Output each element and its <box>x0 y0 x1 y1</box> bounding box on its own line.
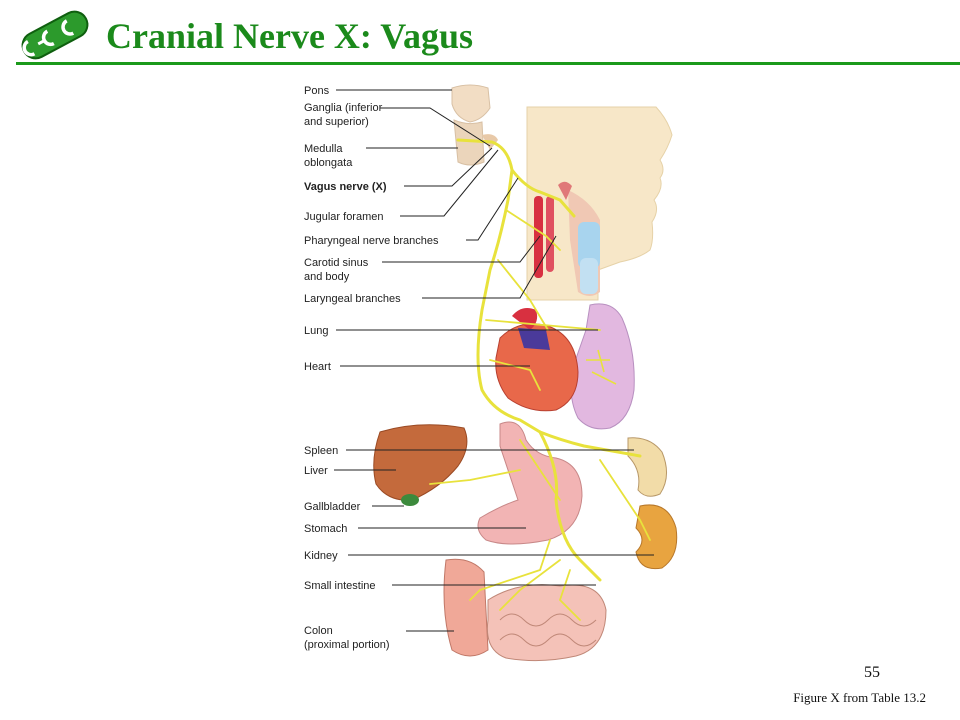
label-vagus-nerve: Vagus nerve (X) <box>304 181 387 193</box>
label-liver: Liver <box>304 465 328 477</box>
figure-labels: Pons Ganglia (inferior and superior) Med… <box>304 85 439 651</box>
label-pharyngeal-branches: Pharyngeal nerve branches <box>304 235 439 247</box>
page-number: 55 <box>864 664 880 681</box>
label-carotid-line2: and body <box>304 271 350 283</box>
label-laryngeal-branches: Laryngeal branches <box>304 293 401 305</box>
label-colon-line2: (proximal portion) <box>304 639 390 651</box>
label-heart: Heart <box>304 361 331 373</box>
label-carotid-line1: Carotid sinus <box>304 257 369 269</box>
label-gallbladder: Gallbladder <box>304 501 361 513</box>
intestines <box>443 558 607 662</box>
label-kidney: Kidney <box>304 550 338 562</box>
label-pons: Pons <box>304 85 330 97</box>
vagus-nerve-paths <box>429 138 651 621</box>
lung <box>570 303 635 430</box>
kidney <box>635 504 678 570</box>
ecc-logo-icon <box>21 10 89 60</box>
label-colon-line1: Colon <box>304 625 333 637</box>
label-spleen: Spleen <box>304 445 338 457</box>
figure-caption: Figure X from Table 13.2 <box>793 690 926 705</box>
stomach <box>477 421 583 545</box>
label-lung: Lung <box>304 325 328 337</box>
leader-lines <box>334 89 654 632</box>
label-jugular-foramen: Jugular foramen <box>304 211 384 223</box>
label-ganglia-line2: and superior) <box>304 116 369 128</box>
slide-title: Cranial Nerve X: Vagus <box>106 16 473 56</box>
head-silhouette <box>526 106 673 301</box>
brainstem <box>451 84 498 166</box>
pharynx-larynx <box>568 190 600 296</box>
label-medulla-line1: Medulla <box>304 143 343 155</box>
spleen <box>627 437 667 497</box>
liver <box>373 424 468 506</box>
label-stomach: Stomach <box>304 523 347 535</box>
label-small-intestine: Small intestine <box>304 580 376 592</box>
heart <box>495 308 579 412</box>
title-divider <box>16 62 960 65</box>
label-medulla-line2: oblongata <box>304 157 353 169</box>
label-ganglia-line1: Ganglia (inferior <box>304 102 383 114</box>
carotid-arteries <box>534 181 572 278</box>
